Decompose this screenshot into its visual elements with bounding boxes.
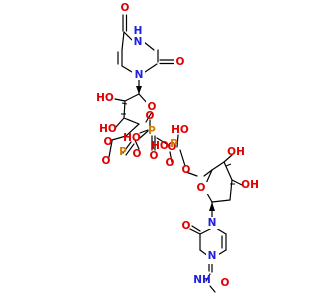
atom-phosphate-beta-oxygen-bottom: O <box>150 150 159 162</box>
atom-ribose1-2-hydroxyl: HO <box>96 92 114 104</box>
atom-cytosine-n3: N <box>208 250 217 262</box>
molecule-structure-diagram: O N H O N HO HO O O P HO O O P O O HO O … <box>96 0 259 293</box>
atom-ribose2-3-hydroxyl: OH <box>227 146 245 158</box>
atom-phosphate-gamma-hydroxyl: HO <box>171 124 189 136</box>
atom-ribose2-5-oxygen: O <box>182 164 191 176</box>
atom-phosphorus-alpha: P <box>119 146 127 158</box>
atom-uracil-o2: O <box>176 56 185 68</box>
atom-ribose2-ring-oxygen: O <box>197 182 206 194</box>
atom-phosphate-gamma-oxygen: O <box>166 157 175 169</box>
atom-bridging-oxygen-2: O <box>168 141 177 153</box>
atom-cytosine-o2: O <box>182 220 191 232</box>
atom-uracil-n1: N <box>135 69 144 81</box>
atom-ribose2-2-hydroxyl: OH <box>241 179 259 191</box>
atom-phosphorus-gamma: P <box>170 138 178 150</box>
atom-phosphate-alpha-oxygen: O <box>102 155 111 167</box>
atom-ribose1-3-hydroxyl: HO <box>99 123 117 135</box>
atom-phosphate-beta-oxygen-top: O <box>146 110 155 122</box>
atom-labels: O N H O N HO HO O O P HO O O P O O HO O … <box>96 0 259 289</box>
stereo-wedge <box>136 86 142 94</box>
atom-uracil-n3-h: H <box>134 25 143 37</box>
atom-phosphate-alpha-hydroxyl: HO <box>123 132 141 144</box>
atom-bridging-oxygen-1: O <box>133 148 142 160</box>
atom-cytosine-n4-h: NH <box>193 274 211 286</box>
atom-uracil-o4: O <box>121 2 130 14</box>
atom-ribose1-5-oxygen: O <box>104 136 113 148</box>
stereo-wedge <box>209 202 215 211</box>
atom-methoxy-oxygen: O <box>221 277 230 289</box>
atom-uracil-n3: N <box>134 36 143 48</box>
atom-cytosine-n1: N <box>208 217 217 229</box>
atom-phosphorus-beta: P <box>148 125 156 137</box>
stereo-hash <box>121 102 235 185</box>
atom-phosphate-beta-hydroxyl: HO <box>151 140 169 152</box>
atom-ribose1-ring-oxygen: O <box>148 101 157 113</box>
